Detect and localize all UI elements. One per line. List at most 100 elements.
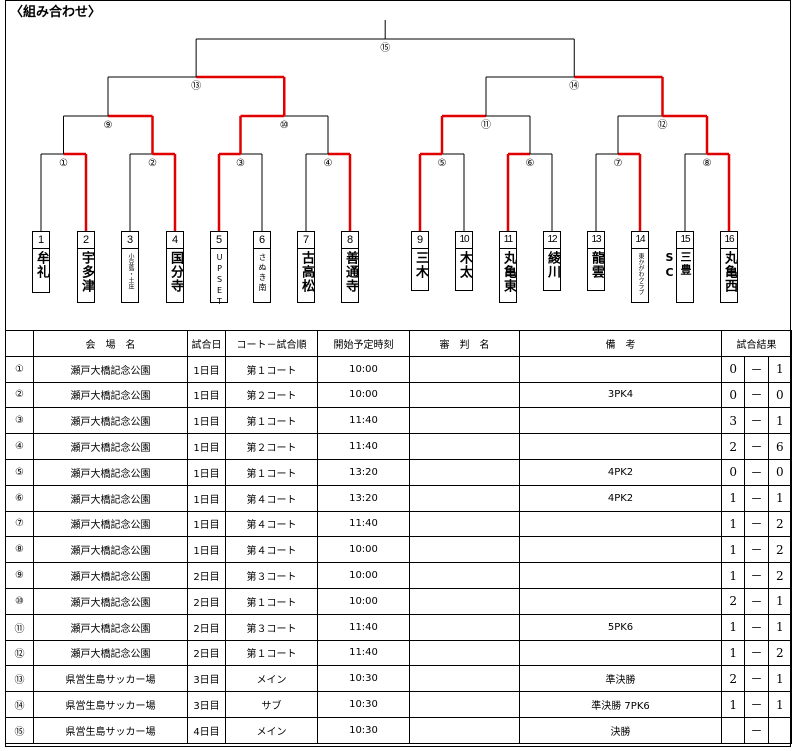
result-cell: 2－6 [721,433,792,460]
result-cell: － [721,716,792,744]
note-cell: 準決勝 [519,665,722,693]
team-name: 小豆島・土庄 [127,253,134,289]
score-a: 1 [729,697,737,712]
score-b: 2 [776,568,784,583]
match-label-m9: ⑨ [104,120,113,131]
time-cell: 11:40 [317,510,410,538]
team-seed: 6 [254,232,270,249]
result-cell: 0－0 [721,458,792,486]
day-cell: 1日目 [187,510,226,538]
result-cell: 0－0 [721,381,792,409]
match-label-m11: ⑪ [481,119,491,131]
day-cell: 1日目 [187,407,226,435]
score-a: 2 [729,594,737,609]
result-cell: 1－2 [721,510,792,538]
referee-cell [409,691,520,718]
referee-cell [409,484,520,512]
time-cell: 11:40 [317,407,410,435]
team-4: 4 国分寺 [166,231,184,303]
result-cell: 2－1 [721,587,792,615]
match-label-m1: ① [59,158,68,169]
day-cell: 3日目 [187,691,226,718]
note-cell [519,433,722,460]
venue-cell: 瀬戸大橋記念公園 [33,613,188,641]
note-cell [519,355,722,383]
match-number: ② [5,381,34,409]
score-a: 1 [729,645,737,660]
day-cell: 1日目 [187,433,226,460]
day-cell: 3日目 [187,665,226,693]
team-name: 国分寺 [168,251,183,293]
referee-cell [409,587,520,615]
team-seed: 7 [298,232,314,249]
team-name: 善通寺 [343,251,358,293]
result-cell: 1－2 [721,639,792,667]
header-result: 試合結果 [721,330,792,357]
match-label-m10: ⑩ [280,120,289,131]
venue-cell: 瀬戸大橋記念公園 [33,510,188,538]
team-seed: 4 [167,232,183,249]
score-b: 1 [776,671,784,686]
score-b: 2 [776,542,784,557]
team-name: 木太 [457,251,472,279]
score-dash: － [744,718,769,743]
score-b: 1 [776,620,784,635]
result-cell: 1－1 [721,484,792,512]
note-cell [519,562,722,589]
team-seed: 13 [588,232,604,249]
score-b: 2 [776,516,784,531]
team-seed: 1 [33,232,49,249]
team-seed: 5 [211,232,227,249]
score-dash: － [744,434,769,459]
venue-cell: 瀬戸大橋記念公園 [33,458,188,486]
header-venue: 会 場 名 [33,330,188,357]
venue-cell: 県営生島サッカー場 [33,716,188,744]
venue-cell: 瀬戸大橋記念公園 [33,433,188,460]
time-cell: 10:30 [317,716,410,744]
referee-cell [409,510,520,538]
court-cell: 第１コート [225,587,318,615]
score-b: 0 [776,387,784,402]
note-cell [519,510,722,538]
referee-cell [409,562,520,589]
score-a: 1 [729,516,737,531]
match-label-m15: ⑮ [380,42,390,54]
score-dash: － [744,486,769,511]
note-cell: 準決勝 7PK6 [519,691,722,718]
venue-cell: 瀬戸大橋記念公園 [33,639,188,667]
referee-cell [409,665,520,693]
score-a: 1 [729,568,737,583]
score-a: 1 [729,620,737,635]
match-number: ④ [5,433,34,460]
court-cell: 第４コート [225,510,318,538]
time-cell: 13:20 [317,458,410,486]
time-cell: 10:00 [317,562,410,589]
time-cell: 10:00 [317,355,410,383]
page-title: 〈組み合わせ〉 [10,5,102,20]
match-label-m13: ⑬ [191,80,201,92]
header-referee: 審 判 名 [409,330,520,357]
day-cell: 2日目 [187,639,226,667]
score-a: 0 [729,465,737,480]
result-cell: 2－1 [721,665,792,693]
time-cell: 10:30 [317,691,410,718]
time-cell: 13:20 [317,484,410,512]
match-number: ⑭ [5,691,34,718]
score-a: 1 [729,542,737,557]
referee-cell [409,458,520,486]
note-cell: 5PK6 [519,613,722,641]
